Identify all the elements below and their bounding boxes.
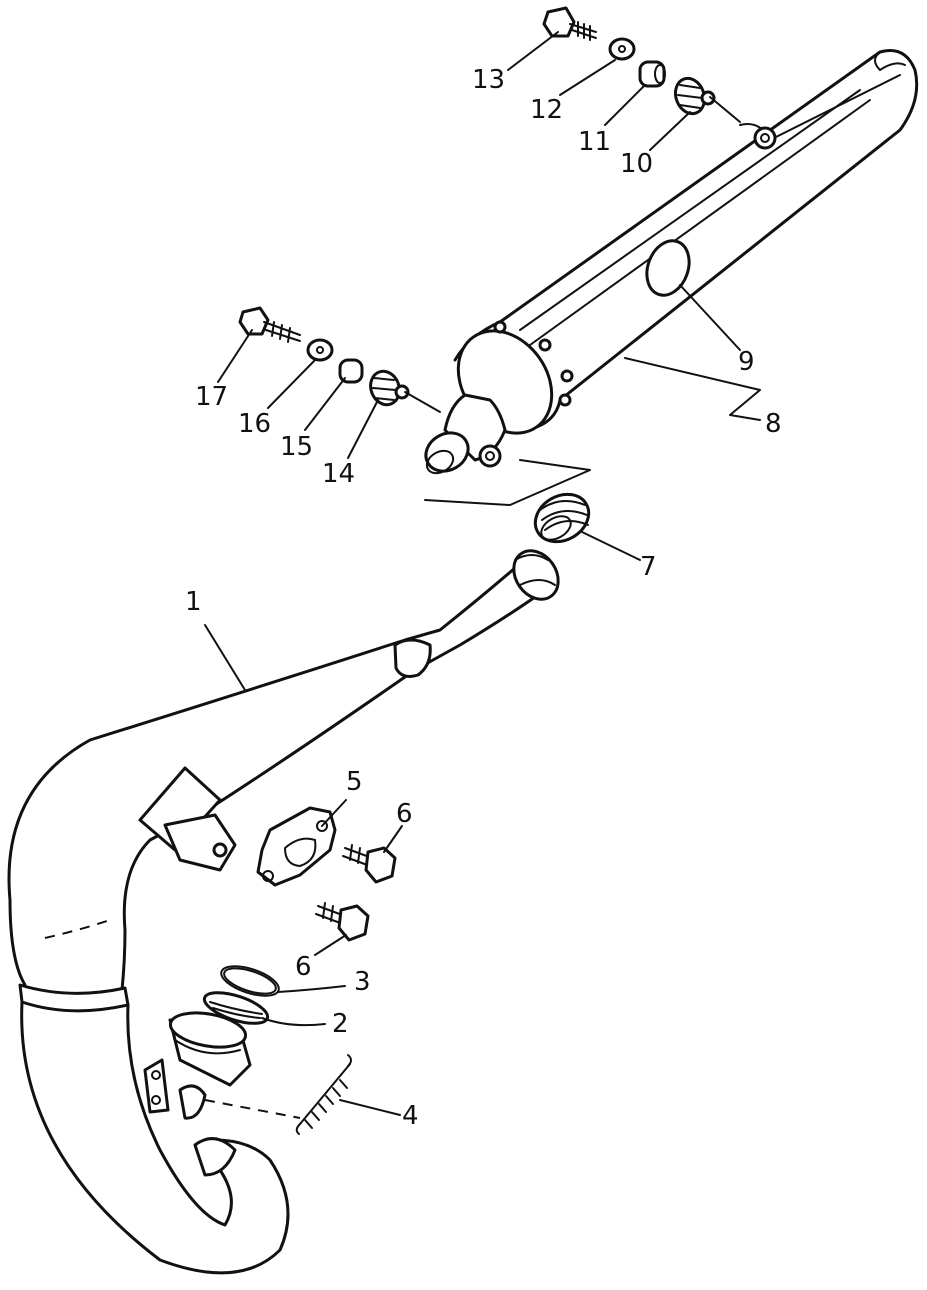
joint-sleeve-7 bbox=[533, 492, 591, 544]
callout-17: 17 bbox=[195, 382, 228, 412]
callout-1: 1 bbox=[185, 587, 202, 617]
callout-labels: 1 2 3 4 5 6 6 7 8 9 10 11 12 13 14 15 16… bbox=[185, 65, 782, 1131]
callout-3: 3 bbox=[354, 967, 371, 997]
rubber-grommet-10 bbox=[673, 76, 716, 116]
callout-10: 10 bbox=[620, 149, 653, 179]
callout-4: 4 bbox=[402, 1101, 419, 1131]
callout-16: 16 bbox=[238, 409, 271, 439]
collar-15 bbox=[338, 358, 364, 384]
callout-11: 11 bbox=[578, 127, 611, 157]
washer-12 bbox=[608, 37, 636, 61]
callout-5: 5 bbox=[346, 767, 363, 797]
bolt-6-lower bbox=[315, 902, 370, 942]
callout-6-lower: 6 bbox=[295, 952, 312, 982]
callout-9: 9 bbox=[738, 347, 755, 377]
callout-8: 8 bbox=[765, 409, 782, 439]
callout-12: 12 bbox=[530, 95, 563, 125]
callout-2: 2 bbox=[332, 1009, 349, 1039]
washer-16 bbox=[306, 338, 334, 362]
callout-6-upper: 6 bbox=[396, 799, 413, 829]
o-ring-3 bbox=[220, 965, 280, 997]
bolt-13 bbox=[542, 6, 597, 41]
rubber-grommet-14 bbox=[369, 369, 410, 407]
gasket-2 bbox=[202, 991, 270, 1025]
bolt-17 bbox=[238, 306, 301, 343]
spring-4 bbox=[295, 1054, 352, 1135]
callout-15: 15 bbox=[280, 432, 313, 462]
collar-11 bbox=[638, 60, 666, 88]
callout-14: 14 bbox=[322, 459, 355, 489]
bolt-6-upper bbox=[342, 844, 397, 884]
callout-13: 13 bbox=[472, 65, 505, 95]
callout-7: 7 bbox=[640, 552, 657, 582]
exhaust-chamber-1 bbox=[7, 549, 560, 1275]
leader-lines bbox=[204, 31, 761, 1119]
flange-plate-5 bbox=[256, 806, 337, 887]
silencer-body bbox=[424, 49, 919, 506]
